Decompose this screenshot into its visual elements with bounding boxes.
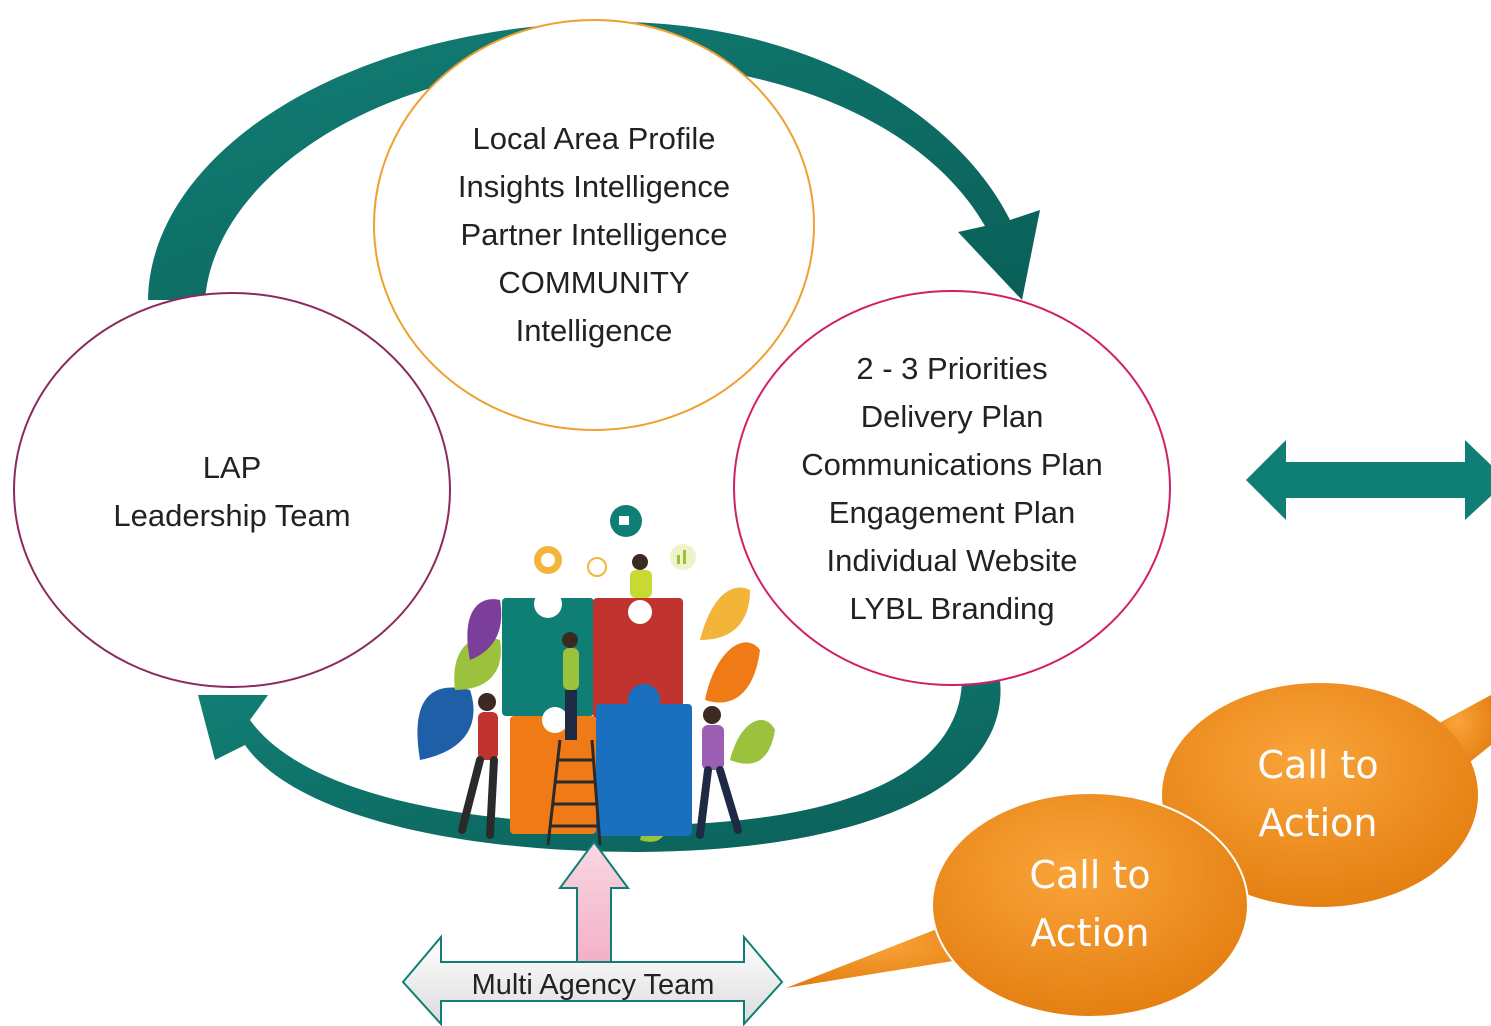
multi-agency-arrow: Multi Agency Team xyxy=(401,934,784,1026)
multi-agency-label: Multi Agency Team xyxy=(472,969,715,1001)
call-to-action-1-line-1: Call to xyxy=(1029,853,1150,897)
priorities-line-4: Engagement Plan xyxy=(829,495,1075,530)
call-to-action-1-line-2: Action xyxy=(1030,911,1149,955)
lap-ellipse: LAP Leadership Team xyxy=(13,292,451,688)
lap-line-2: Leadership Team xyxy=(113,498,350,533)
priorities-ellipse: 2 - 3 Priorities Delivery Plan Communica… xyxy=(733,290,1171,686)
call-to-action-bubble-1: Call to Action xyxy=(786,792,1249,1018)
up-arrow xyxy=(558,840,630,963)
call-to-action-2-line-1: Call to xyxy=(1257,743,1378,787)
intelligence-line-3: Partner Intelligence xyxy=(460,217,727,252)
priorities-line-6: LYBL Branding xyxy=(849,591,1054,626)
priorities-line-3: Communications Plan xyxy=(801,447,1103,482)
bottom-cycle-arrow xyxy=(198,680,1001,852)
double-headed-arrow-icon xyxy=(1246,440,1491,520)
priorities-line-1: 2 - 3 Priorities xyxy=(856,351,1047,386)
top-cycle-arrow xyxy=(148,21,1040,300)
intelligence-line-2: Insights Intelligence xyxy=(458,169,730,204)
priorities-line-2: Delivery Plan xyxy=(861,399,1044,434)
intelligence-line-1: Local Area Profile xyxy=(473,121,716,156)
call-to-action-bubble-2: Call to Action xyxy=(1162,683,1491,907)
call-to-action-2-line-2: Action xyxy=(1258,801,1377,845)
lap-line-1: LAP xyxy=(203,450,262,485)
intelligence-ellipse: Local Area Profile Insights Intelligence… xyxy=(373,19,815,431)
intelligence-line-5: Intelligence xyxy=(516,313,673,348)
intelligence-line-4: COMMUNITY xyxy=(498,265,689,300)
priorities-line-5: Individual Website xyxy=(826,543,1077,578)
puzzle-team-illustration xyxy=(417,505,775,846)
